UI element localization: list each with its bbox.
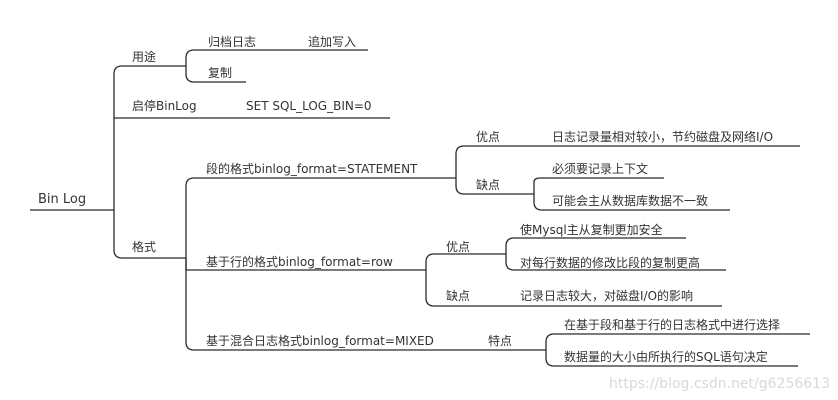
node-statement-pros: 优点 — [476, 130, 501, 144]
node-statement-con-2: 可能会主从数据库数据不一致 — [552, 194, 709, 208]
node-row-pro-2: 对每行数据的修改比段的复制更高 — [520, 256, 701, 270]
node-row-pros: 优点 — [446, 240, 471, 254]
node-row-con-1: 记录日志较大，对磁盘I/O的影响 — [520, 289, 694, 303]
node-row-cons: 缺点 — [446, 289, 471, 303]
node-row-format: 基于行的格式binlog_format=row — [206, 255, 393, 269]
node-archive-log: 归档日志 — [208, 35, 257, 49]
node-statement-pro-1: 日志记录量相对较小，节约磁盘及网络I/O — [552, 130, 774, 144]
node-append-write: 追加写入 — [308, 35, 357, 49]
node-usage: 用途 — [132, 50, 157, 64]
node-row-pro-1: 使Mysql主从复制更加安全 — [520, 223, 663, 237]
node-toggle-binlog: 启停BinLog — [132, 99, 197, 113]
node-mixed-feature-1: 在基于段和基于行的日志格式中进行选择 — [564, 318, 781, 332]
node-statement-con-1: 必须要记录上下文 — [552, 162, 649, 176]
node-format: 格式 — [132, 240, 157, 254]
node-toggle-command: SET SQL_LOG_BIN=0 — [246, 99, 372, 113]
watermark: https://blog.csdn.net/g6256613 — [609, 376, 830, 392]
root-node: Bin Log — [38, 192, 87, 207]
node-statement-cons: 缺点 — [476, 178, 501, 192]
node-replication: 复制 — [208, 66, 233, 80]
node-mixed-feature: 特点 — [488, 334, 513, 348]
node-mixed-feature-2: 数据量的大小由所执行的SQL语句决定 — [564, 350, 768, 364]
node-mixed-format: 基于混合日志格式binlog_format=MIXED — [206, 334, 434, 348]
node-statement-format: 段的格式binlog_format=STATEMENT — [206, 162, 418, 176]
